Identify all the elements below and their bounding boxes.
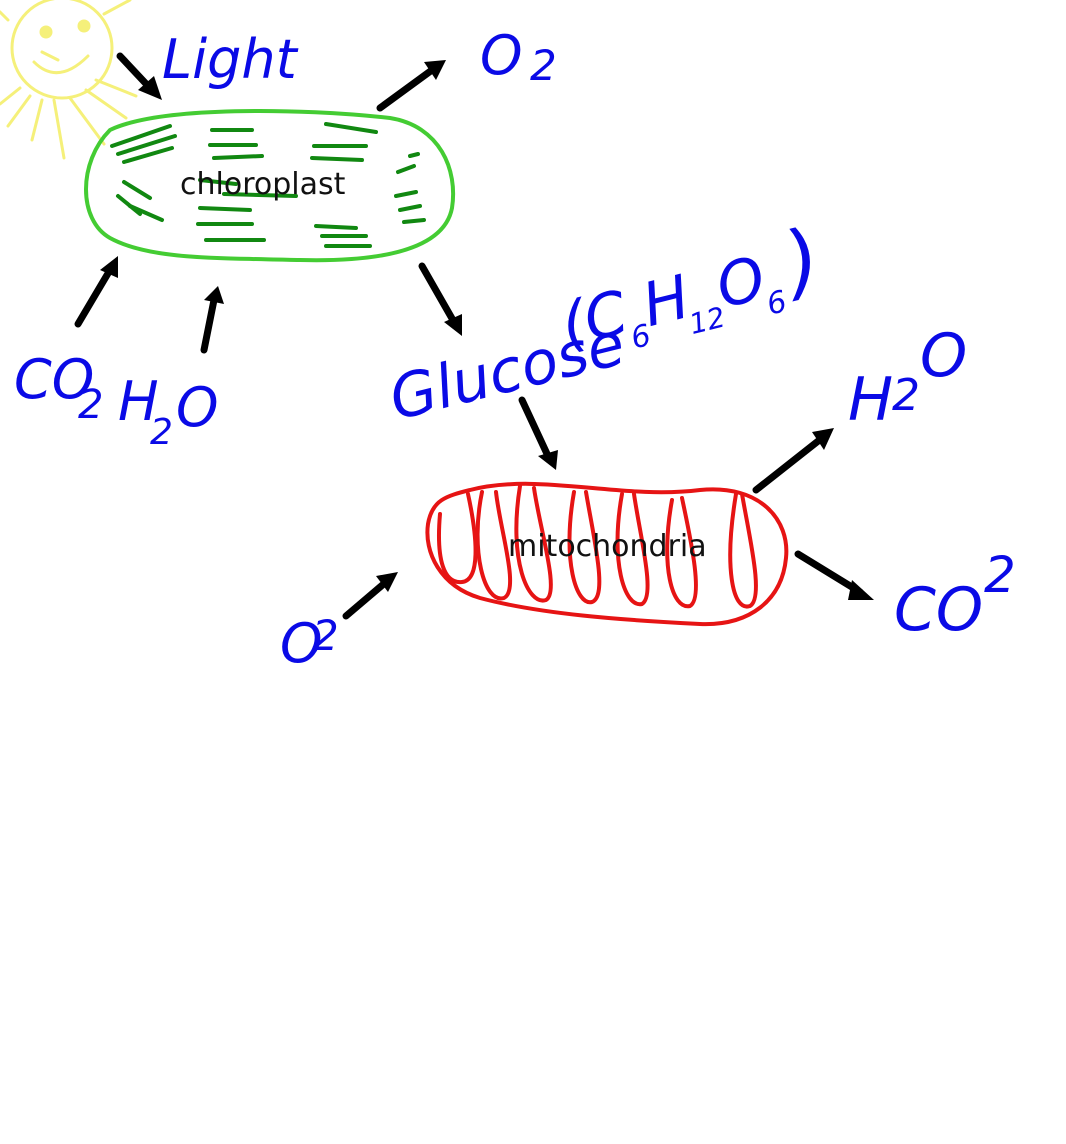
arrow-mitochondria-to-h2o: [752, 428, 834, 494]
co2-input-label: CO 2: [14, 348, 103, 428]
h2o-right-h: H: [848, 365, 893, 435]
h2o-left-sub: 2: [150, 412, 173, 453]
light-label: Light: [162, 28, 299, 91]
co2-left-sub: 2: [78, 382, 103, 428]
arrow-light-to-chloroplast: [116, 52, 162, 100]
mitochondria: mitochondria: [425, 481, 789, 627]
h2o-input-label: H 2 O: [118, 370, 219, 453]
glucose-formula-o-sub: 6: [763, 284, 790, 323]
h2o-left-o: O: [176, 376, 219, 439]
o2-top-sub: 2: [530, 41, 557, 90]
h2o-output-label: H 2 O: [848, 321, 967, 435]
arrow-co2-to-chloroplast: [74, 256, 118, 328]
o2-left-sub: 2: [312, 611, 339, 660]
o2-left-o: O: [280, 612, 323, 675]
o2-input-label: O 2: [280, 611, 339, 675]
h2o-left-h: H: [118, 370, 159, 433]
sun-icon: [0, 0, 138, 160]
h2o-right-sub: 2: [892, 370, 920, 421]
o2-output-label: O 2: [480, 24, 557, 90]
chloroplast-outline: [84, 108, 455, 263]
co2-right-co: CO: [894, 575, 983, 645]
mitochondria-label: mitochondria: [508, 529, 707, 564]
o2-top-o: O: [480, 24, 523, 87]
chloroplast-label: chloroplast: [180, 167, 346, 202]
chloroplast: chloroplast: [84, 108, 455, 263]
thylakoid-stacks: [110, 122, 426, 248]
arrow-h2o-to-chloroplast: [200, 286, 224, 354]
arrow-chloroplast-to-o2: [376, 60, 446, 112]
mitochondria-outline: [425, 481, 789, 627]
arrow-o2-to-mitochondria: [342, 572, 398, 620]
co2-output-label: CO 2: [894, 546, 1016, 645]
arrow-chloroplast-to-glucose: [418, 262, 462, 336]
arrow-mitochondria-to-co2: [794, 550, 874, 600]
co2-right-sub: 2: [984, 546, 1016, 604]
co2-left-co: CO: [14, 348, 94, 411]
h2o-right-o: O: [920, 321, 967, 391]
cristae-folds: [437, 484, 758, 609]
arrow-glucose-to-mitochondria: [518, 396, 558, 470]
